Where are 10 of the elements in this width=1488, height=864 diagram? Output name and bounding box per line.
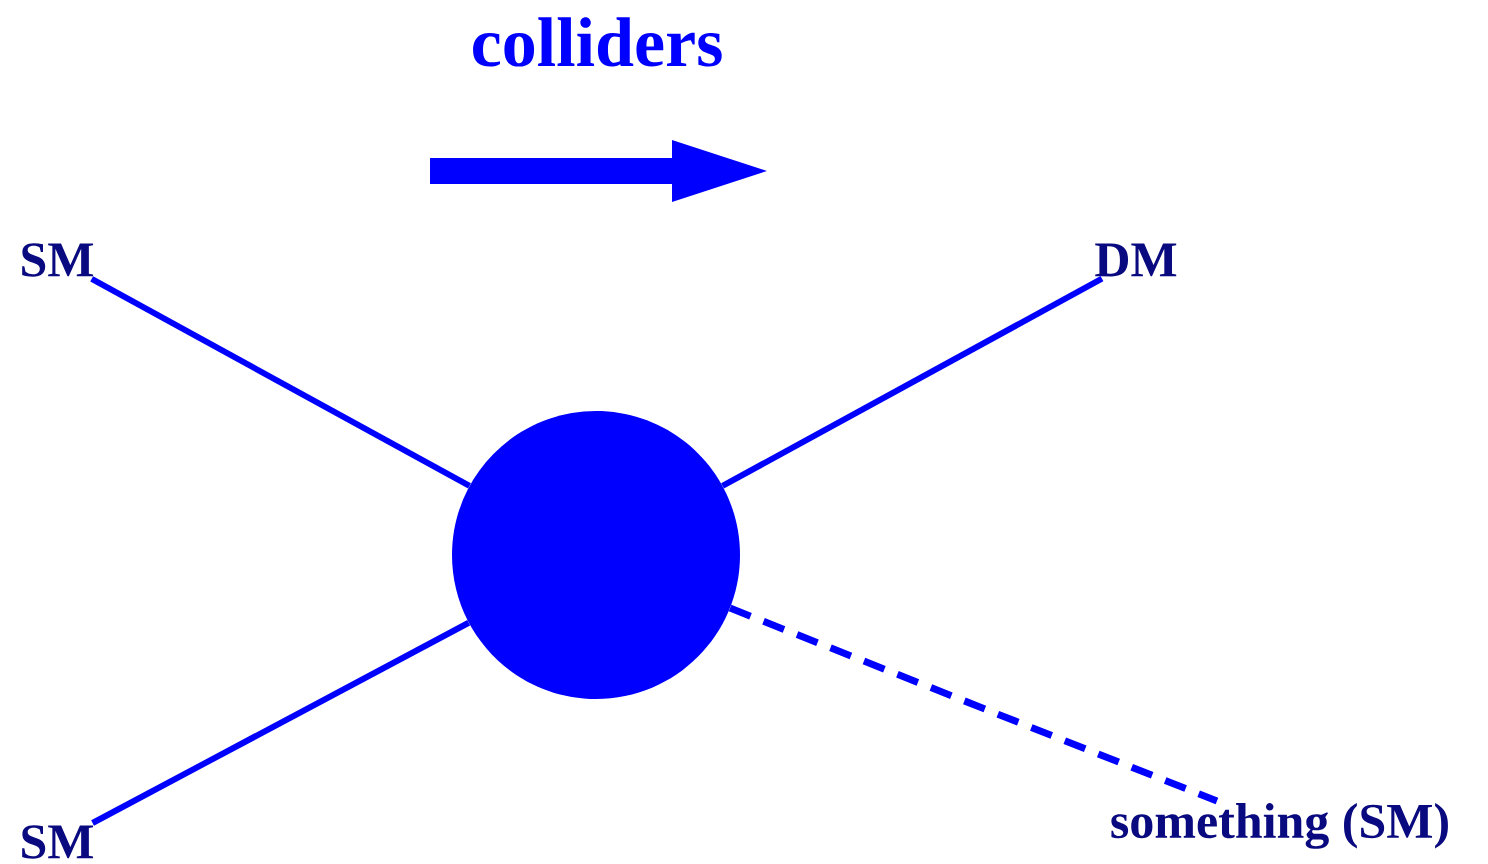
particle-label: something (SM) [1111, 803, 1448, 849]
interaction-blob [452, 411, 740, 699]
propagator-line [90, 276, 471, 489]
propagator-line [91, 620, 471, 826]
particle-label: SM [22, 825, 94, 859]
propagator-line [728, 604, 1219, 805]
propagator-line [721, 275, 1104, 489]
particle-label: DM [1095, 243, 1177, 277]
particle-label: SM [22, 243, 94, 277]
heading: colliders [473, 17, 722, 67]
